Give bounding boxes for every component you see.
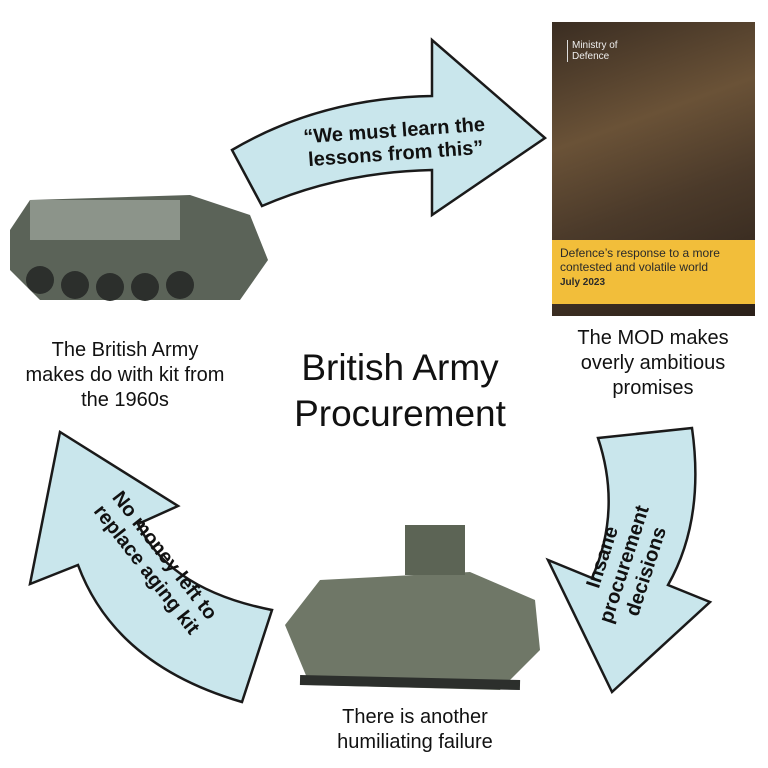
old-tank-image [10, 195, 268, 301]
step-label-old-kit: The British Army makes do with kit from … [25, 339, 225, 411]
new-tank-image [285, 525, 540, 690]
cover-heading: Defence’s response to a more contested a… [560, 246, 720, 274]
cover-date: July 2023 [560, 277, 606, 288]
step-label-promises: The MOD makes overly ambitious promises [577, 327, 729, 399]
mod-report-cover: Ministry of Defence Defence’s response t… [552, 22, 755, 316]
page-title: British Army Procurement [294, 347, 506, 434]
mod-logo: Ministry of Defence [567, 40, 632, 62]
arrow-left [28, 429, 274, 704]
step-label-failure: There is another humiliating failure [337, 706, 493, 753]
arrow-top [230, 37, 548, 218]
arrow-right [545, 426, 713, 695]
cover-band: Defence’s response to a more contested a… [552, 240, 755, 304]
